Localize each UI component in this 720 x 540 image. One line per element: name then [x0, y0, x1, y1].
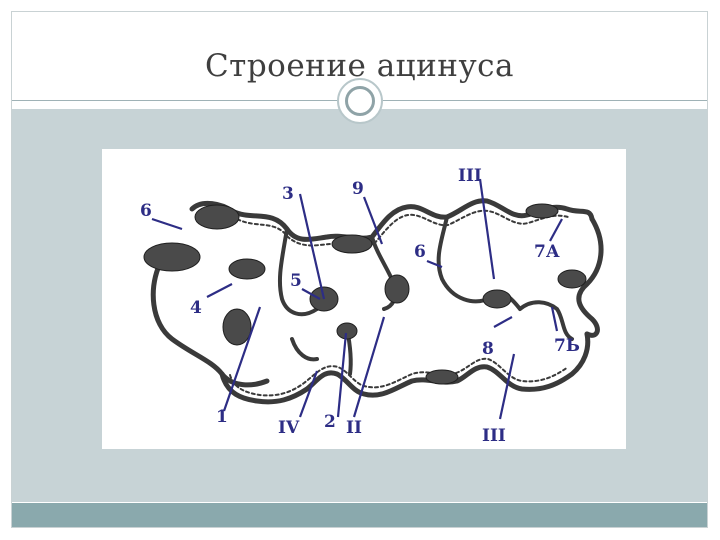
pointer-3: [298, 193, 326, 300]
alveolar-wall-upper-inner: [196, 209, 569, 247]
label-5: 5: [290, 271, 302, 291]
circle-ornament-icon: [337, 78, 383, 124]
cell-cluster-top-right: [525, 203, 559, 219]
label-3: 3: [282, 184, 294, 204]
label-III-bottom: III: [482, 426, 506, 446]
pointer-1: [222, 306, 262, 412]
label-IV: IV: [278, 418, 300, 438]
cell-cluster-far-right: [557, 269, 587, 289]
bottom-bar: [12, 503, 707, 527]
pointer-8: [493, 316, 513, 328]
cell-cluster-bottom-right: [425, 369, 459, 385]
label-7A: 7А: [534, 242, 560, 262]
cell-cluster-mid: [384, 274, 410, 304]
label-6b: 6: [414, 242, 426, 262]
alveolus-right: [576, 216, 604, 338]
pointer-4: [206, 283, 233, 298]
cell-cluster-top-left: [194, 204, 240, 230]
pointer-7b: [550, 306, 559, 332]
label-4: 4: [190, 298, 202, 318]
label-9: 9: [352, 179, 364, 199]
septum-lower-left: [290, 337, 319, 362]
septum-left: [277, 227, 319, 317]
acinus-diagram: 1 IV 2 II III 3 9 III 6 6 7А 5 4 8 7Ь: [102, 149, 626, 449]
label-1: 1: [216, 407, 228, 427]
pointer-9: [362, 196, 384, 245]
label-III-top: III: [458, 166, 482, 186]
pointer-IIItop: [478, 178, 496, 280]
cell-cluster-left: [143, 242, 201, 272]
pointer-5: [301, 288, 321, 300]
label-2: 2: [324, 412, 336, 432]
alveolar-wall-lower-inner: [229, 357, 569, 397]
pointer-2: [336, 332, 348, 418]
label-8: 8: [482, 339, 494, 359]
label-II: II: [346, 418, 362, 438]
acinus-drawing: 1 IV 2 II III 3 9 III 6 6 7А 5 4 8 7Ь: [140, 166, 604, 446]
pointer-7A: [549, 218, 563, 242]
pointer-IV: [298, 370, 319, 418]
label-7b: 7Ь: [554, 336, 580, 356]
pointer-IIIbottom: [498, 353, 516, 420]
alveolar-wall-lower: [219, 331, 591, 405]
pointer-6b: [426, 259, 443, 269]
circle-ornament-inner: [345, 86, 375, 116]
cell-cluster-right: [482, 289, 512, 309]
septum-right: [518, 300, 574, 341]
label-6a: 6: [140, 201, 152, 221]
cell-cluster-bottom-mid: [336, 322, 358, 340]
cell-cluster-mid-left: [228, 258, 266, 280]
pointer-6a: [151, 217, 183, 231]
pointer-II: [352, 316, 386, 418]
cell-cluster-top-mid: [331, 234, 373, 254]
alveolus-left: [150, 256, 270, 388]
cell-cluster-bottom-left: [222, 308, 252, 346]
